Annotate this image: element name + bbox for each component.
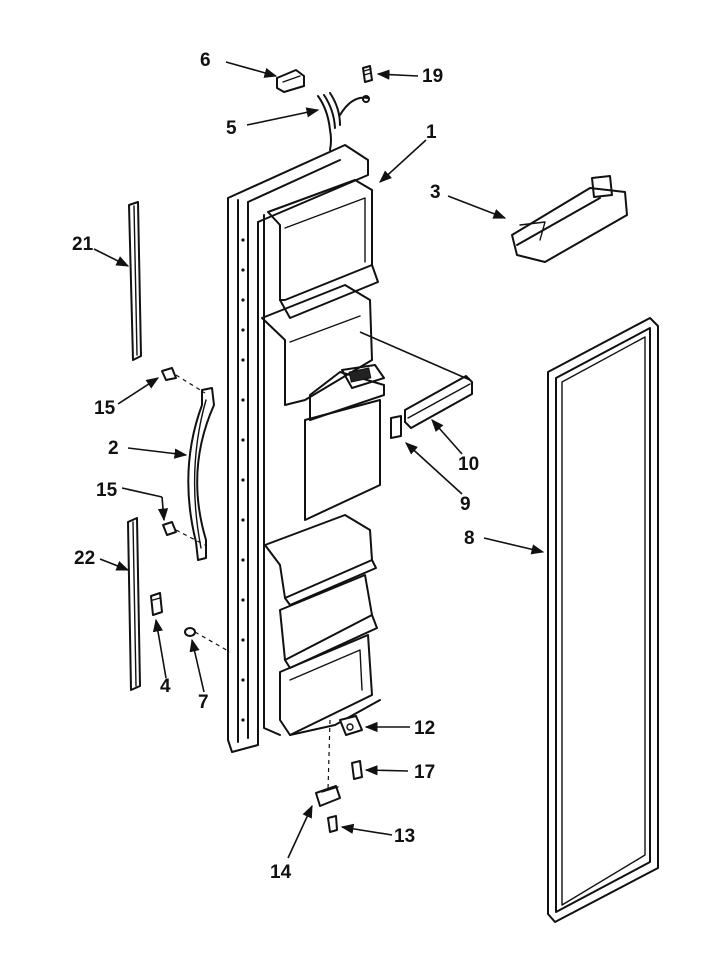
callout-17: 17: [414, 762, 435, 783]
door-gasket-part: [547, 317, 659, 923]
callout-5: 5: [226, 118, 237, 139]
handle-part: [187, 387, 215, 561]
trim-strip-22-part: [127, 517, 141, 691]
callout-3: 3: [430, 182, 441, 203]
callout-2: 2: [108, 438, 119, 459]
door-panel-part: [227, 144, 385, 753]
leader-lines: [93, 61, 545, 859]
callout-15-bottom: 15: [96, 480, 118, 501]
screw-part-13: [327, 815, 338, 833]
callout-19: 19: [422, 66, 443, 87]
trim-strip-21-part: [128, 201, 142, 361]
door-shelf-bar-part: [511, 175, 628, 263]
callout-12: 12: [414, 718, 435, 739]
clip-part-4: [150, 592, 163, 616]
callout-22: 22: [74, 548, 95, 569]
callout-9: 9: [460, 494, 471, 515]
plug-part-7: [184, 627, 231, 653]
hinge-part-12: [339, 715, 363, 736]
connector-part: [276, 69, 305, 93]
callout-15-top: 15: [94, 398, 116, 419]
callout-4: 4: [160, 676, 171, 697]
callout-13: 13: [394, 826, 415, 847]
callout-14: 14: [270, 862, 292, 883]
slide-rail-part-10: [359, 331, 473, 429]
screw-part-15-bottom: [162, 521, 206, 546]
callout-labels: 6 19 5 1 3 21 15 2 15 22 4 7 10 9 8 12 1…: [72, 50, 479, 883]
callout-1: 1: [426, 122, 437, 143]
wire-harness-part: [317, 92, 370, 151]
door-edge-holes: [241, 238, 245, 722]
callout-6: 6: [200, 50, 211, 71]
callout-10: 10: [458, 454, 479, 475]
actuator-part-9: [390, 415, 402, 439]
bracket-part-14: [315, 785, 341, 807]
callout-8: 8: [464, 528, 475, 549]
screw-part-19: [362, 65, 373, 83]
screw-part-15-top: [161, 367, 206, 394]
callout-21: 21: [72, 234, 94, 255]
screw-part-17: [351, 760, 363, 780]
callout-7: 7: [198, 692, 209, 713]
